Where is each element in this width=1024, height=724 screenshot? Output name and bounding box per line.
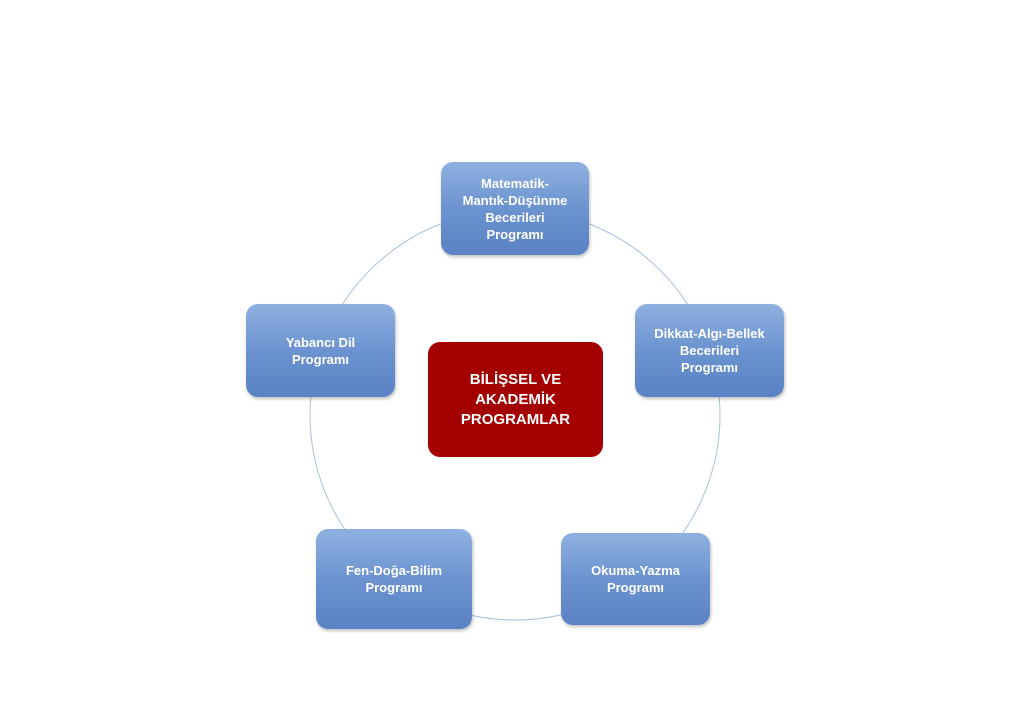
node-math-logic-thinking: Matematik- Mantık-Düşünme Becerileri Pro… [441, 162, 589, 255]
node-science-nature: Fen-Doğa-Bilim Programı [316, 529, 472, 629]
node-label: Yabancı Dil Programı [285, 334, 356, 367]
node-reading-writing: Okuma-Yazma Programı [561, 533, 710, 625]
node-attention-perception-memory: Dikkat-Algı-Bellek Becerileri Programı [635, 304, 784, 397]
center-label: BİLİŞSEL VE AKADEMİK PROGRAMLAR [460, 370, 571, 428]
node-label: Fen-Doğa-Bilim Programı [345, 563, 443, 595]
node-label: Matematik- Mantık-Düşünme Becerileri Pro… [462, 175, 568, 242]
node-label: Dikkat-Algı-Bellek Becerileri Programı [654, 326, 765, 375]
node-label: Okuma-Yazma Programı [591, 563, 680, 595]
center-node-cognitive-academic-programs: BİLİŞSEL VE AKADEMİK PROGRAMLAR [428, 342, 603, 457]
node-foreign-language: Yabancı Dil Programı [246, 304, 395, 397]
